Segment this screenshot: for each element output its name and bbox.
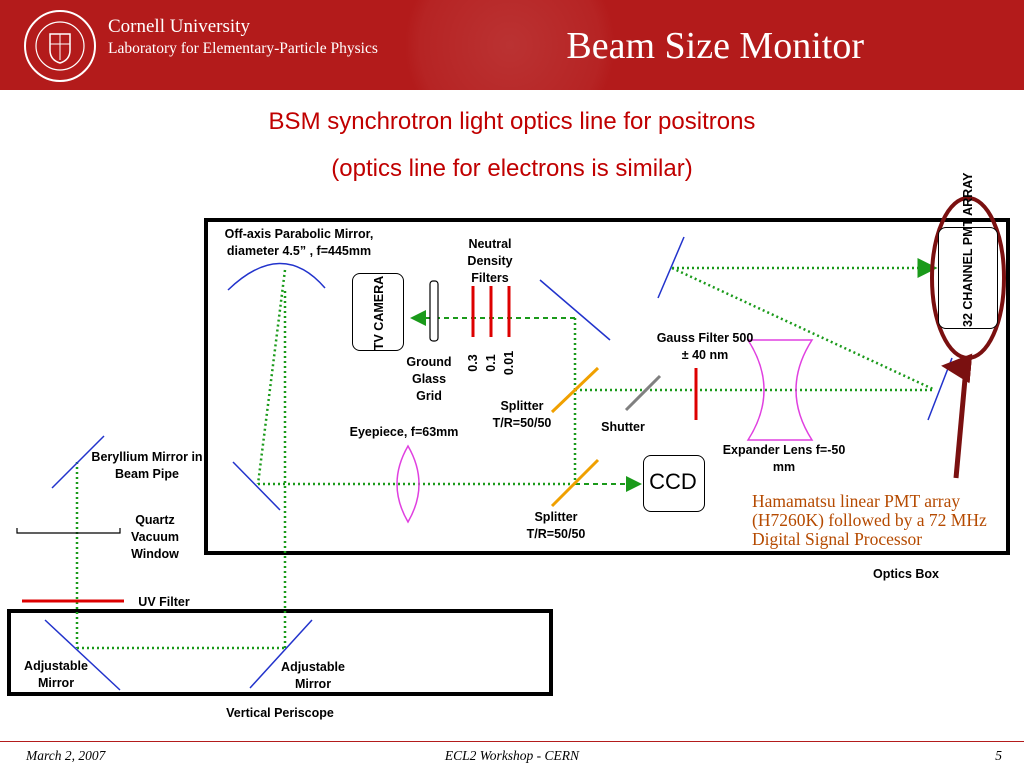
nd-filters-label: Neutral Density Filters xyxy=(467,237,513,285)
footer-date: March 2, 2007 xyxy=(26,748,106,763)
parabolic-mirror-shape xyxy=(227,262,326,291)
diagonal-mirror xyxy=(539,279,611,341)
adjustable-mirror-right-shape xyxy=(249,619,313,689)
shutter-label: Shutter xyxy=(601,420,645,434)
beam-diagonal xyxy=(671,266,936,392)
ccd-label: CCD xyxy=(649,469,697,494)
eyepiece-label: Eyepiece, f=63mm xyxy=(349,425,459,439)
lower-left-fold-mirror xyxy=(232,461,281,511)
splitter-upper-shape xyxy=(550,366,600,414)
expander-lens-shape xyxy=(746,339,814,441)
adjustable-mirror-left-shape xyxy=(44,619,121,691)
expander-lens-label: Expander Lens f=-50 mm xyxy=(722,443,846,474)
quartz-window-shape xyxy=(16,528,121,534)
ccd-box: CCD xyxy=(643,455,705,512)
footer-page-number: 5 xyxy=(995,748,1002,763)
beryllium-mirror-label: Beryllium Mirror in Beam Pipe xyxy=(91,450,203,481)
university-name: Cornell University xyxy=(108,16,250,37)
splitter-lower-shape xyxy=(550,458,600,508)
seal-watermark xyxy=(380,0,640,90)
nd-filter-value-2: 0.1 xyxy=(484,354,498,372)
header-bar: Cornell University Laboratory for Elemen… xyxy=(0,0,1024,90)
slide-title: Beam Size Monitor xyxy=(566,25,864,67)
eyepiece-lens-shape xyxy=(396,444,420,524)
parabolic-mirror-label: Off-axis Parabolic Mirror, diameter 4.5”… xyxy=(224,227,374,258)
beam-parabolic-to-lower-mirror xyxy=(256,269,287,485)
beryllium-mirror xyxy=(51,435,105,489)
pmt-highlight-arrow xyxy=(941,353,973,479)
uv-filter-label: UV Filter xyxy=(138,595,190,609)
tv-camera-label: TV CAMERA xyxy=(372,275,386,351)
nd-filter-value-1: 0.3 xyxy=(466,354,480,372)
pmt-annotation: Hamamatsu linear PMT array (H7260K) foll… xyxy=(752,491,987,549)
slide-footer: March 2, 2007 ECL2 Workshop - CERN 5 xyxy=(0,741,1024,768)
splitter-upper-label: Splitter T/R=50/50 xyxy=(492,399,552,430)
ground-glass-label: Ground Glass Grid xyxy=(406,355,452,403)
pmt-array-box: 32 CHANNEL PMT ARRAY xyxy=(938,172,998,329)
optics-box-label: Optics Box xyxy=(873,567,939,581)
subtitle-line-2: (optics line for electrons is similar) xyxy=(331,155,693,182)
nd-filter-value-3: 0.01 xyxy=(502,350,516,376)
vertical-periscope-label: Vertical Periscope xyxy=(226,706,334,720)
splitter-lower-label: Splitter T/R=50/50 xyxy=(526,510,586,541)
footer-event: ECL2 Workshop - CERN xyxy=(444,748,580,763)
shutter-shape xyxy=(624,374,662,412)
upper-right-fold-mirror xyxy=(657,236,685,299)
vertical-periscope-frame xyxy=(7,609,553,696)
quartz-window-label: Quartz Vacuum Window xyxy=(131,513,179,561)
adjustable-mirror-right-label: Adjustable Mirror xyxy=(281,660,345,691)
ground-glass-grid-shape xyxy=(429,280,439,342)
lab-name: Laboratory for Elementary-Particle Physi… xyxy=(108,40,378,57)
pmt-array-label: 32 CHANNEL PMT ARRAY xyxy=(961,172,975,327)
adjustable-mirror-left-label: Adjustable Mirror xyxy=(24,659,88,690)
tv-camera-box: TV CAMERA xyxy=(352,273,404,351)
optics-box-frame xyxy=(204,218,1010,555)
cornell-seal-logo xyxy=(24,10,96,82)
gauss-filter-label: Gauss Filter 500 ± 40 nm xyxy=(656,331,754,362)
subtitle-line-1: BSM synchrotron light optics line for po… xyxy=(268,108,756,135)
